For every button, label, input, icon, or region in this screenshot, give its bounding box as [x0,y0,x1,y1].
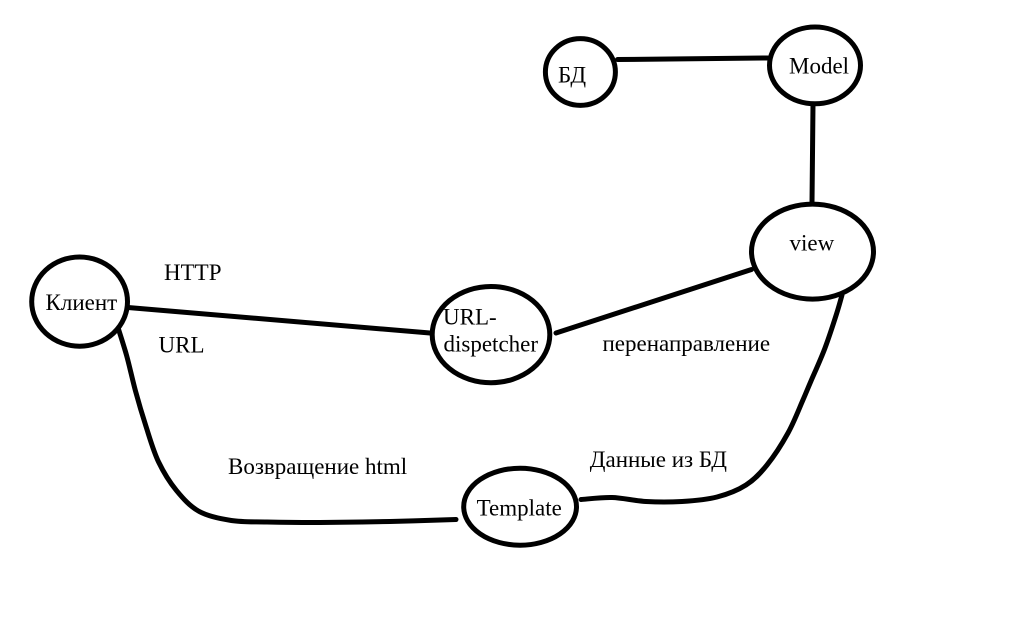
svg-text:URL: URL [159,333,205,358]
svg-text:БД: БД [558,63,586,88]
svg-text:Возвращение html: Возвращение html [228,454,407,479]
svg-text:view: view [790,231,835,256]
svg-text:перенаправление: перенаправление [603,331,771,356]
svg-text:Model: Model [789,53,849,78]
svg-text:Данные из БД: Данные из БД [590,447,727,472]
svg-text:dispetcher: dispetcher [444,332,539,357]
svg-text:HTTP: HTTP [164,260,222,285]
svg-text:Template: Template [477,496,562,521]
svg-text:URL-: URL- [443,305,497,330]
svg-text:Клиент: Клиент [46,290,118,315]
